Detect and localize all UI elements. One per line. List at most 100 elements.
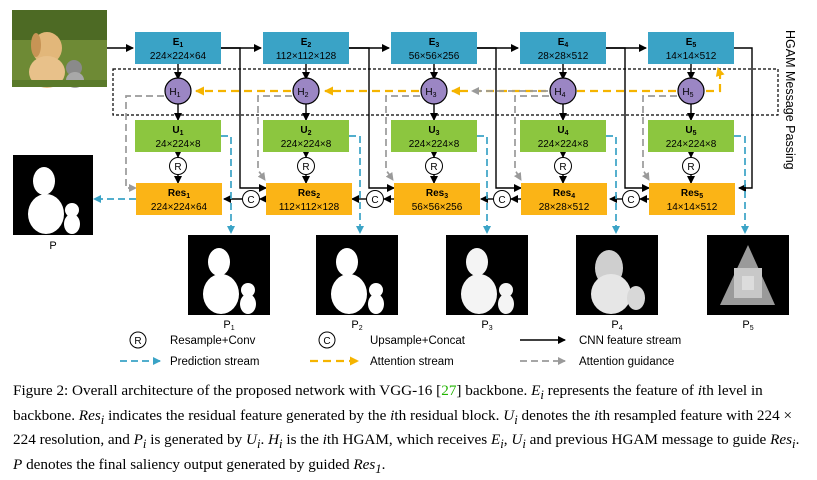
prediction-p4: P4	[576, 235, 658, 332]
prediction-index: 1	[231, 325, 235, 332]
residual-label: Res	[168, 188, 187, 199]
encoder-dims: 28×28×512	[538, 51, 589, 62]
svg-text:U2: U2	[300, 125, 311, 137]
resampled-label: U	[557, 125, 564, 136]
legend-upsample-label: Upsample+Concat	[370, 335, 466, 347]
prediction-label: P	[611, 319, 618, 331]
encoder-dims: 224×224×64	[150, 51, 207, 62]
residual-label: Res	[426, 188, 445, 199]
resampled-index: 2	[308, 130, 312, 137]
hgam-h2: H2	[292, 77, 320, 105]
resample-symbol: R	[687, 162, 694, 173]
encoder-e4: E4 28×28×512	[520, 32, 606, 64]
legend-cnn-label: CNN feature stream	[579, 335, 681, 347]
resample-symbol: R	[559, 162, 566, 173]
architecture-diagram: HGAM Message Passing E1 224×224×64 E2 11…	[12, 10, 797, 368]
svg-text:U5: U5	[685, 125, 696, 137]
concat-symbol: C	[247, 195, 254, 206]
encoder-dims: 14×14×512	[666, 51, 717, 62]
resampled-label: U	[300, 125, 307, 136]
resampled-index: 1	[180, 130, 184, 137]
svg-text:Res2: Res2	[298, 188, 320, 200]
hgam-index: 2	[305, 92, 309, 99]
resample-conv-nodes: R R R R R	[169, 157, 700, 175]
svg-text:U4: U4	[557, 125, 568, 137]
svg-text:E4: E4	[558, 37, 569, 49]
legend-resample-label: Resample+Conv	[170, 335, 256, 347]
encoder-index: 2	[307, 42, 311, 49]
hgam-label: H	[425, 87, 432, 98]
resampled-u5: U5 224×224×8	[648, 120, 734, 152]
svg-text:P4: P4	[611, 319, 622, 332]
legend-guidance: Attention guidance	[520, 356, 674, 368]
encoder-e5: E5 14×14×512	[648, 32, 734, 64]
svg-text:Res4: Res4	[553, 188, 575, 200]
encoder-dims: 56×56×256	[409, 51, 460, 62]
upsample-concat-nodes: C C C C	[242, 190, 640, 208]
encoder-index: 1	[179, 42, 183, 49]
hgam-side-label: HGAM Message Passing	[783, 30, 797, 170]
resampled-index: 5	[693, 130, 697, 137]
hgam-index: 4	[562, 92, 566, 99]
hgam-h5: H5	[677, 77, 705, 105]
hgam-label: H	[297, 87, 304, 98]
prediction-index: 2	[359, 325, 363, 332]
prediction-label: P	[742, 319, 749, 331]
prediction-p5: P5	[707, 235, 789, 332]
residual-dims: 28×28×512	[539, 202, 590, 213]
resampled-u1: U1 24×224×8	[135, 120, 221, 152]
hgam-index: 3	[433, 92, 437, 99]
final-saliency-output: P	[13, 155, 93, 252]
residual-index: 2	[316, 193, 320, 200]
svg-text:Res5: Res5	[681, 188, 703, 200]
resampled-index: 4	[565, 130, 569, 137]
encoder-dims: 112×112×128	[276, 51, 337, 62]
legend-prediction-label: Prediction stream	[170, 356, 259, 368]
prediction-stream-arrows	[93, 135, 749, 234]
svg-text:H1: H1	[169, 87, 180, 99]
residual-dims: 14×14×512	[667, 202, 718, 213]
encoder-label: E	[558, 37, 565, 48]
legend-resample: R Resample+Conv	[129, 331, 256, 349]
encoder-label: E	[301, 37, 308, 48]
hgam-label: H	[682, 87, 689, 98]
final-output-label: P	[49, 240, 56, 252]
prediction-index: 3	[489, 325, 493, 332]
prediction-p3: P3	[446, 235, 528, 332]
resample-symbol: R	[174, 162, 181, 173]
residual-res2: Res2 112×112×128	[266, 183, 352, 215]
svg-text:P5: P5	[742, 319, 753, 332]
svg-text:E3: E3	[429, 37, 440, 49]
legend-attention-label: Attention stream	[370, 356, 454, 368]
citation-link[interactable]: 27	[441, 382, 457, 399]
prediction-index: 4	[619, 325, 623, 332]
input-image	[12, 10, 107, 88]
residual-res3: Res3 56×56×256	[394, 183, 480, 215]
attention-stream-arrows	[195, 67, 725, 96]
svg-text:H3: H3	[425, 87, 436, 99]
prediction-p1: P1	[188, 235, 270, 332]
residual-index: 1	[186, 193, 190, 200]
prediction-index: 5	[750, 325, 754, 332]
svg-text:E1: E1	[173, 37, 184, 49]
prediction-p2: P2	[316, 235, 398, 332]
attention-guidance-arrows	[125, 87, 677, 192]
legend-upsample: C Upsample+Concat	[318, 331, 466, 349]
concat-symbol: C	[498, 195, 505, 206]
hgam-h1: H1	[164, 77, 192, 105]
legend: R Resample+Conv C Upsample+Concat CNN fe…	[120, 331, 681, 368]
resample-symbol: R	[302, 162, 309, 173]
resample-symbol: R	[430, 162, 437, 173]
encoder-index: 3	[435, 42, 439, 49]
resampled-label: U	[172, 125, 179, 136]
residual-dims: 56×56×256	[412, 202, 463, 213]
residual-label: Res	[298, 188, 317, 199]
figure-caption: Figure 2: Overall architecture of the pr…	[13, 381, 805, 479]
resampled-label: U	[428, 125, 435, 136]
resampled-u2: U2 224×224×8	[263, 120, 349, 152]
residual-dims: 224×224×64	[151, 202, 208, 213]
encoder-e2: E2 112×112×128	[263, 32, 349, 64]
hgam-index: 5	[690, 92, 694, 99]
cnn-feature-arrows	[107, 44, 753, 203]
svg-text:U3: U3	[428, 125, 439, 137]
